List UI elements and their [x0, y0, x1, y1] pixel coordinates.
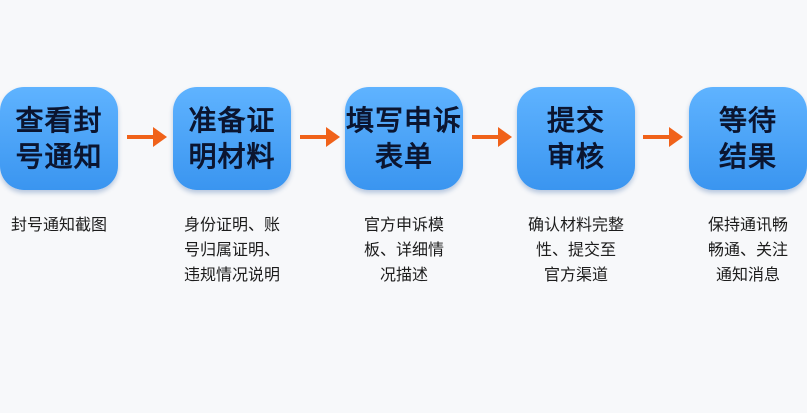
flow-arrow-4-shaft — [643, 135, 671, 139]
step-box-2: 准备证 明材料 — [173, 87, 291, 190]
step-title-3-line-1: 填写申诉 — [345, 103, 462, 137]
step-desc-3-line-3: 况描述 — [379, 265, 428, 284]
step-title-4: 提交 审核 — [547, 103, 605, 175]
step-title-1-line-1: 查看封 — [15, 103, 103, 137]
step-desc-2-line-1: 身份证明、账 — [183, 215, 280, 234]
step-desc-4-line-3: 官方渠道 — [543, 265, 608, 284]
step-desc-1: 封号通知截图 — [0, 212, 134, 237]
flow-arrow-1-shaft — [127, 135, 155, 139]
flow-arrow-4-head — [669, 127, 683, 147]
step-title-2-line-1: 准备证 — [188, 103, 276, 137]
step-desc-5: 保持通讯畅 畅通、关注 通知消息 — [673, 212, 807, 287]
step-desc-5-line-2: 畅通、关注 — [707, 240, 788, 259]
step-desc-4: 确认材料完整 性、提交至 官方渠道 — [501, 212, 651, 287]
step-desc-3-line-1: 官方申诉模 — [363, 215, 444, 234]
step-box-5: 等待 结果 — [689, 87, 807, 190]
step-title-2-line-2: 明材料 — [188, 139, 276, 173]
step-title-2: 准备证 明材料 — [188, 103, 275, 175]
step-desc-1-line-1: 封号通知截图 — [10, 215, 107, 234]
step-box-1: 查看封 号通知 — [0, 87, 118, 190]
step-title-5: 等待 结果 — [719, 103, 777, 175]
step-desc-5-line-1: 保持通讯畅 — [707, 215, 788, 234]
step-desc-4-line-2: 性、提交至 — [535, 240, 616, 259]
step-desc-3-line-2: 板、详细情 — [363, 240, 444, 259]
step-box-4: 提交 审核 — [517, 87, 635, 190]
step-title-3: 填写申诉 表单 — [346, 103, 462, 175]
flow-arrow-2-shaft — [300, 135, 328, 139]
step-title-3-line-2: 表单 — [374, 139, 433, 173]
step-title-1: 查看封 号通知 — [15, 103, 102, 175]
step-desc-2-line-3: 违规情况说明 — [183, 265, 280, 284]
step-title-5-line-1: 等待 — [718, 103, 777, 137]
flow-arrow-4 — [643, 127, 683, 147]
step-desc-3: 官方申诉模 板、详细情 况描述 — [329, 212, 479, 287]
step-desc-4-line-1: 确认材料完整 — [527, 215, 624, 234]
step-title-4-line-2: 审核 — [546, 139, 605, 173]
flow-arrow-2-head — [326, 127, 340, 147]
step-desc-2: 身份证明、账 号归属证明、 违规情况说明 — [157, 212, 307, 287]
step-title-5-line-2: 结果 — [718, 139, 777, 173]
flow-arrow-1-head — [153, 127, 167, 147]
flow-arrow-1 — [127, 127, 167, 147]
step-box-3: 填写申诉 表单 — [345, 87, 463, 190]
flow-arrow-3 — [472, 127, 512, 147]
step-title-4-line-1: 提交 — [546, 103, 605, 137]
flow-arrow-3-head — [498, 127, 512, 147]
flow-arrow-3-shaft — [472, 135, 500, 139]
step-title-1-line-2: 号通知 — [15, 139, 103, 173]
flow-arrow-2 — [300, 127, 340, 147]
step-desc-5-line-3: 通知消息 — [715, 265, 780, 284]
step-desc-2-line-2: 号归属证明、 — [183, 240, 280, 259]
